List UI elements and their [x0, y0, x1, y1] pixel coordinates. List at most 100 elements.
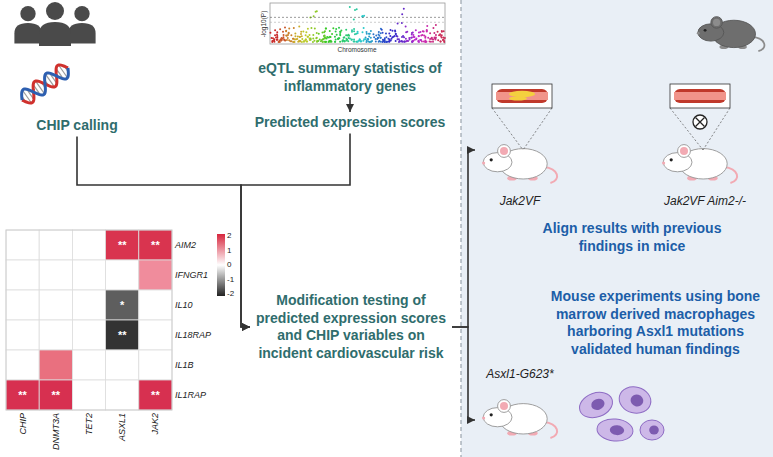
- manhattan-plot: [353, 19, 355, 21]
- manhattan-plot: [356, 8, 358, 10]
- manhattan-plot: [285, 30, 287, 32]
- manhattan-plot: [301, 41, 303, 43]
- manhattan-plot: [305, 31, 307, 33]
- heatmap: [6, 380, 39, 410]
- mouse-figure: [498, 400, 511, 413]
- manhattan-plot: [334, 41, 336, 43]
- manhattan-plot: [285, 34, 287, 36]
- manhattan-plot: [370, 30, 372, 32]
- manhattan-plot: [351, 29, 353, 31]
- artery-icon: [509, 97, 527, 101]
- scale-tick: 2: [227, 232, 231, 240]
- heatmap: [72, 290, 105, 320]
- heatmap: [39, 320, 72, 350]
- manhattan-plot: [316, 37, 318, 39]
- manhattan-plot: [395, 40, 397, 42]
- manhattan-plot: [353, 41, 355, 43]
- manhattan-plot: [382, 41, 384, 43]
- manhattan-plot: [346, 39, 348, 41]
- manhattan-plot: [441, 34, 443, 36]
- manhattan-plot: [270, 3, 445, 44]
- significance-mark: **: [118, 330, 127, 341]
- manhattan-plot: [432, 41, 434, 43]
- manhattan-plot: [405, 25, 407, 27]
- people-icon: [45, 1, 66, 22]
- manhattan-plot: [353, 28, 355, 30]
- manhattan-plot: [403, 40, 405, 42]
- manhattan-plot: [324, 30, 326, 32]
- manhattan-plot: [276, 31, 278, 33]
- manhattan-plot: [276, 37, 278, 39]
- manhattan-plot: [325, 41, 327, 43]
- manhattan-plot: [307, 36, 309, 38]
- manhattan-plot: [312, 38, 314, 40]
- people-icon: [46, 2, 64, 20]
- manhattan-plot: [384, 37, 386, 39]
- mouse-figure: [482, 416, 485, 419]
- artery-icon: [703, 108, 730, 150]
- manhattan-plot: [384, 39, 386, 41]
- manhattan-plot: [380, 32, 382, 34]
- manhattan-plot: [396, 35, 398, 37]
- manhattan-plot: [353, 38, 355, 40]
- manhattan-plot: [435, 36, 437, 38]
- manhattan-plot: [287, 37, 289, 39]
- step-label: eQTL summary statistics of inflammatory …: [247, 60, 453, 95]
- scale-tick: -1: [227, 276, 234, 284]
- manhattan-plot: [381, 29, 383, 31]
- mouse-figure: [500, 147, 508, 155]
- manhattan-plot: [365, 41, 367, 43]
- manhattan-plot: [300, 31, 302, 33]
- people-icon: [68, 23, 95, 43]
- manhattan-plot: [370, 41, 372, 43]
- manhattan-plot: [418, 35, 420, 37]
- manhattan-plot: [269, 3, 445, 44]
- manhattan-plot: [282, 31, 284, 33]
- manhattan-plot: [360, 40, 362, 42]
- manhattan-plot: [362, 40, 364, 42]
- manhattan-plot: [335, 30, 337, 32]
- manhattan-plot: [399, 40, 401, 42]
- manhattan-plot: [279, 28, 281, 30]
- manhattan-plot: [366, 38, 368, 40]
- manhattan-plot: [406, 40, 408, 42]
- heatmap: [72, 230, 105, 260]
- manhattan-plot: [325, 28, 327, 30]
- knockout-symbol: [693, 115, 707, 129]
- manhattan-plot: [388, 41, 390, 43]
- manhattan-plot: [412, 40, 414, 42]
- manhattan-plot: [366, 33, 368, 35]
- manhattan-plot: [329, 30, 331, 32]
- macrophage-cells: [616, 383, 654, 416]
- right-panel: [461, 0, 773, 457]
- manhattan-plot: [425, 41, 427, 43]
- manhattan-plot: [288, 32, 290, 34]
- heatmap: [6, 320, 39, 350]
- mouse-figure: [662, 145, 737, 183]
- manhattan-plot: [404, 41, 406, 43]
- manhattan-plot: [315, 11, 317, 13]
- manhattan-plot: [433, 32, 435, 34]
- manhattan-plot: [397, 38, 399, 40]
- process-step: CHIP calling: [17, 115, 137, 137]
- manhattan-plot: [353, 30, 355, 32]
- manhattan-plot: [308, 34, 310, 36]
- manhattan-plot: [395, 33, 397, 35]
- macrophage-cells: [576, 383, 664, 442]
- manhattan-plot: [426, 29, 428, 31]
- heatmap: [106, 380, 139, 410]
- manhattan-plot: [342, 39, 344, 41]
- manhattan-plot: [342, 40, 344, 42]
- manhattan-plot: [338, 37, 340, 39]
- manhattan-plot: [365, 37, 367, 39]
- flow-arrow: [77, 137, 250, 328]
- manhattan-plot: [270, 22, 445, 23]
- manhattan-plot: [301, 38, 303, 40]
- genotype-label: Jak2VF: [475, 194, 565, 208]
- manhattan-plot: [421, 34, 423, 36]
- artery-icon: [509, 91, 535, 97]
- row-label: IFNGR1: [175, 271, 208, 280]
- manhattan-plot: [294, 41, 296, 43]
- manhattan-plot: [443, 41, 445, 43]
- significance-mark: **: [118, 240, 127, 251]
